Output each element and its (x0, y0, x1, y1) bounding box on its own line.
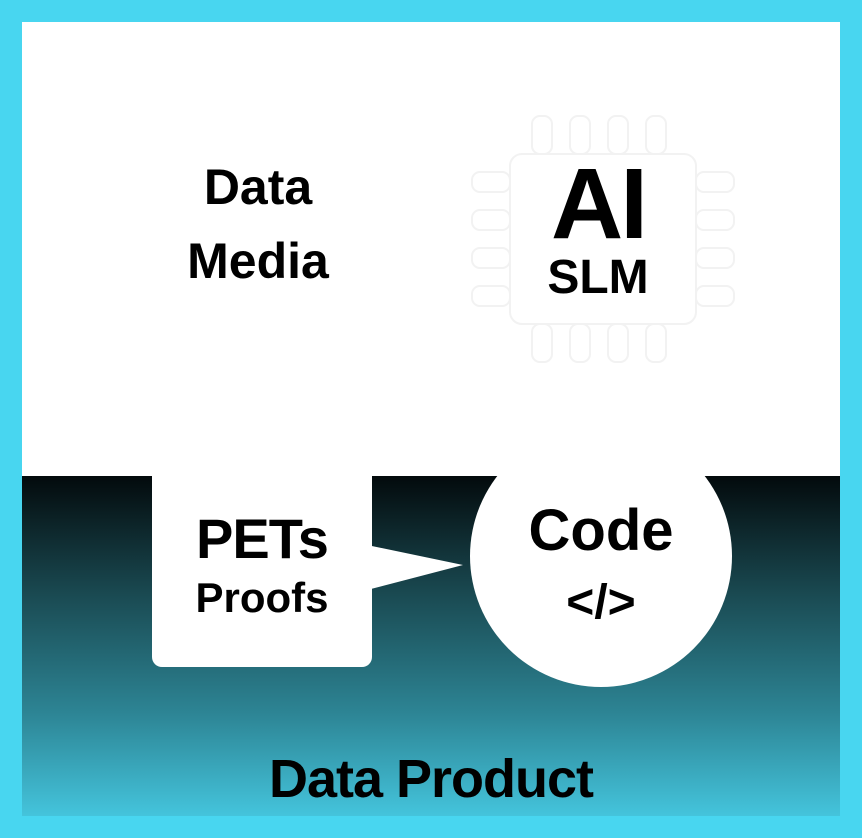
media-label: Media (187, 233, 329, 289)
slm-label: SLM (547, 251, 649, 304)
diagram-frame: Data Media AI SLM PETs Proofs Code </> D… (22, 22, 840, 816)
proofs-label: Proofs (195, 574, 329, 621)
code-label: Code (528, 498, 674, 563)
code-circle: Code </> (470, 425, 732, 687)
ai-label: AI (551, 148, 648, 260)
data-product-label: Data Product (268, 749, 594, 809)
pets-label: PETs (196, 507, 329, 570)
pets-callout: PETs Proofs (152, 476, 372, 667)
data-label: Data (203, 159, 313, 215)
code-icon: </> (566, 576, 636, 629)
speech-pointer (367, 545, 463, 590)
chip-icon (471, 115, 735, 363)
